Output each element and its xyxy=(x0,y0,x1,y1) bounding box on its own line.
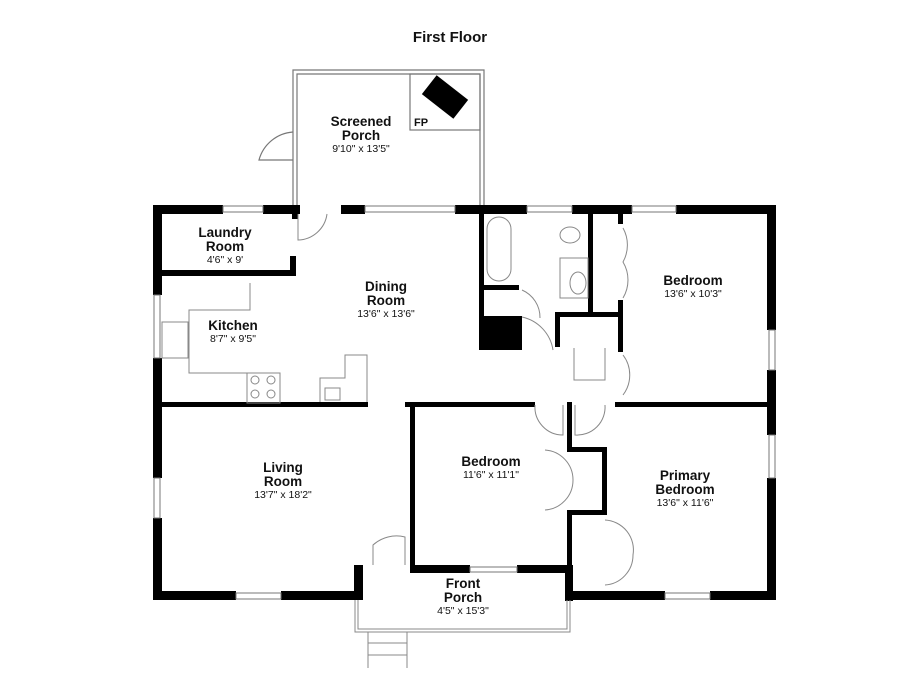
floor-title: First Floor xyxy=(412,29,488,46)
room-label-screened-porch: Screened Porch 9'10" x 13'5" xyxy=(330,114,392,156)
windows xyxy=(153,205,776,600)
room-label-dining: Dining Room 13'6" x 13'6" xyxy=(357,279,415,321)
room-label-primary: Primary Bedroom 13'6" x 11'6" xyxy=(655,468,715,510)
fixtures xyxy=(161,213,634,668)
room-label-bedroom-ne: Bedroom 13'6" x 10'3" xyxy=(663,273,723,301)
fireplace-label: FP xyxy=(414,117,429,129)
room-label-front-porch: Front Porch 4'5" x 15'3" xyxy=(437,576,489,618)
room-label-living: Living Room 13'7" x 18'2" xyxy=(254,460,312,502)
room-label-laundry: Laundry Room 4'6" x 9' xyxy=(198,225,252,267)
screened-porch-outline xyxy=(258,69,485,210)
room-label-kitchen: Kitchen 8'7" x 9'5" xyxy=(208,318,258,346)
fireplace-icon xyxy=(421,75,469,119)
room-label-bedroom-mid: Bedroom 11'6" x 11'1" xyxy=(461,454,521,482)
interior-walls xyxy=(153,205,775,595)
